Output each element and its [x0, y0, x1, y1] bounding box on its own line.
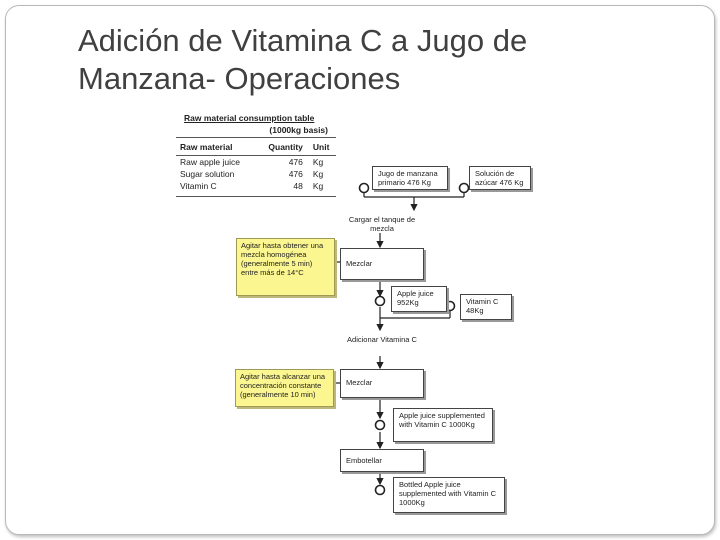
input-juice-box: Jugo de manzana primario 476 Kg — [372, 166, 448, 190]
juice2-node — [374, 419, 386, 431]
cell-material: Vitamin C — [176, 180, 256, 197]
cell-quantity: 48 — [255, 180, 309, 197]
step-load-tank: Cargar el tanque de mezcla — [340, 213, 424, 233]
intermediate-supplemented-juice: Apple juice supplemented with Vitamin C … — [393, 408, 493, 442]
cell-quantity: 476 — [288, 169, 303, 179]
title-line-1: Adición de Vitamina C a Jugo de — [78, 23, 528, 58]
table-basis: (1000kg basis) — [176, 124, 336, 138]
note-2: Agitar hasta alcanzar una concentración … — [235, 369, 334, 407]
juice1-node — [374, 295, 386, 307]
cell-material: Sugar solution — [180, 169, 235, 179]
table-header-row: Raw material Quantity Unit — [176, 138, 336, 156]
cell-unit: Kg — [308, 180, 336, 197]
sugar-input-node — [458, 182, 470, 194]
cell-quantity: 476 — [288, 157, 303, 167]
step-mix-2: Mezclar — [340, 369, 424, 398]
input-sugar-box: Solución de azúcar 476 Kg — [469, 166, 531, 190]
consumption-table: Raw material consumption table (1000kg b… — [176, 113, 336, 197]
table-body: Raw material Quantity Unit Raw apple jui… — [176, 138, 336, 197]
cell-unit: Kg — [312, 157, 324, 167]
final-product: Bottled Apple juice supplemented with Vi… — [393, 477, 505, 513]
product-node — [374, 484, 386, 496]
cell-unit: Kg — [312, 169, 324, 179]
table-row: Raw apple juice 476 Kg — [176, 156, 336, 169]
juice-input-node — [358, 182, 370, 194]
cell-material: Raw apple juice — [180, 157, 241, 167]
step-mix-1: Mezclar — [340, 248, 424, 280]
table-row: Vitamin C 48 Kg — [176, 180, 336, 197]
step-add-vitamin-c: Adicionar Vitamina C — [340, 333, 424, 356]
col-header-material: Raw material — [176, 138, 256, 156]
title-line-2: Manzana- Operaciones — [78, 61, 401, 96]
step-bottle: Embotellar — [340, 449, 424, 472]
slide-title: Adición de Vitamina C a Jugo de Manzana-… — [78, 22, 678, 98]
table-row: Sugar solution 476 Kg — [176, 168, 336, 180]
note-1: Agitar hasta obtener una mezcla homogéne… — [236, 238, 335, 296]
table-caption: Raw material consumption table — [184, 113, 315, 123]
input-vitamin-c: Vitamin C 48Kg — [460, 294, 512, 320]
col-header-unit: Unit — [308, 138, 336, 156]
col-header-quantity: Quantity — [255, 138, 309, 156]
intermediate-apple-juice: Apple juice 952Kg — [391, 286, 447, 312]
